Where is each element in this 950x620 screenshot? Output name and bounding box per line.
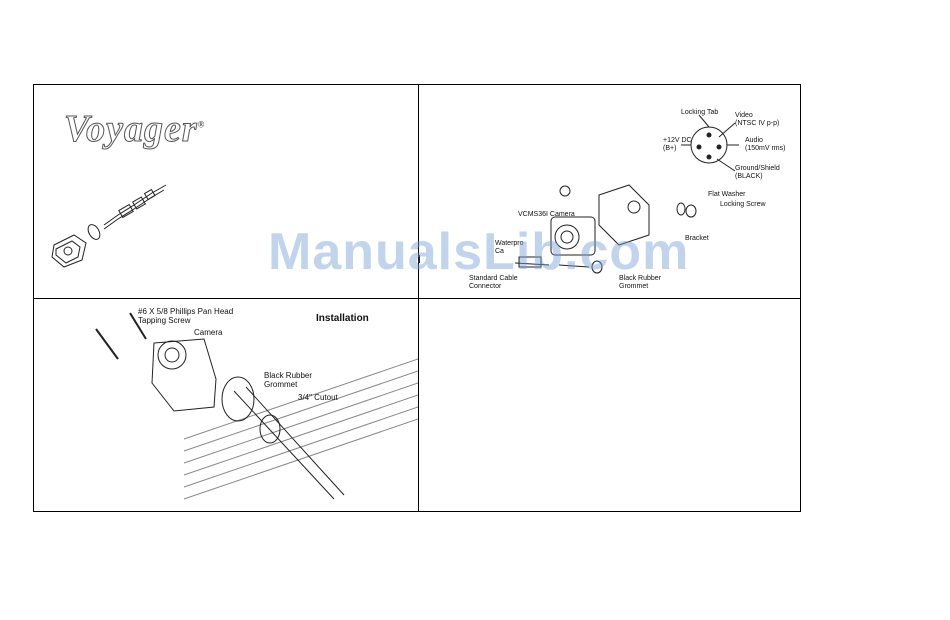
label-grommet-bottom: Black Rubber Grommet [264,371,313,389]
label-audio: Audio (150mV rms) [745,137,786,152]
panel-empty [419,299,801,512]
installation-drawing [95,312,418,500]
registered-mark: ® [197,119,206,130]
panel-connector-diagram: Locking Tab Video (NTSC IV p-p) +12V DC … [419,85,801,298]
label-camera-model: VCMS36I Camera [518,211,575,218]
label-standard-cable: Standard Cable Connector [469,275,518,290]
label-camera: Camera [194,328,223,337]
connector-drawing [514,114,739,274]
cable-drawing [51,184,167,268]
label-locking-tab: Locking Tab [681,109,719,116]
watermark-text: ManualsLib.com [268,223,690,281]
logo-text: Voyager [64,108,198,151]
label-flat-washer: Flat Washer [708,191,746,198]
label-locking-screw: Locking Screw [720,201,766,208]
horizontal-divider [34,298,800,299]
label-video: Video (NTSC IV p-p) [735,112,780,127]
label-cutout: 3/4" Cutout [298,393,338,402]
label-ground: Ground/Shield (BLACK) [735,165,780,180]
panel-installation: #6 X 5/8 Phillips Pan Head Tapping Screw… [34,299,418,512]
label-power: +12V DC (B+) [663,137,692,152]
voyager-logo: Voyager® [64,107,205,151]
installation-title: Installation [316,313,369,324]
label-screw: #6 X 5/8 Phillips Pan Head Tapping Screw [138,307,234,325]
label-grommet-top: Black Rubber Grommet [619,275,662,290]
panel-logo-cable: Voyager® [34,85,418,298]
manual-page-grid: Voyager® [33,84,801,512]
label-bracket: Bracket [685,235,709,242]
divider-tick [418,255,420,263]
label-waterproof-cap: Waterpro Ca [495,240,524,255]
